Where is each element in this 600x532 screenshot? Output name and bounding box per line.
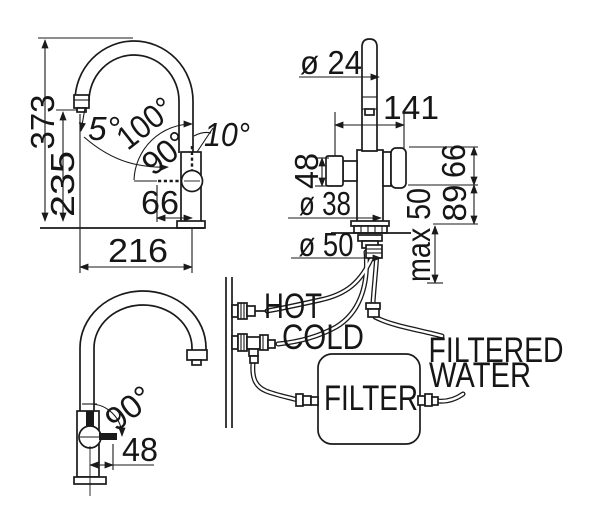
filter-feed-hose-inner [251, 361, 300, 402]
dim-max50-label: max 50 [400, 188, 437, 282]
mounting-nut [365, 244, 383, 259]
dim-66f-label: 66 [435, 144, 472, 178]
dim-141-label: 141 [383, 89, 439, 126]
branch-elbow [249, 355, 259, 364]
aerator [73, 94, 90, 109]
spout-inner-arc [88, 54, 180, 153]
tilt-line [196, 127, 214, 153]
pipe-notch [364, 108, 375, 116]
angle-90b-label: 90° [98, 378, 160, 438]
cold-label: COLD [282, 318, 364, 357]
front-view: ø 24 141 48 66 89 ø 38 ø 50 max 50 [264, 38, 478, 347]
left-handle [325, 155, 344, 187]
filter-inlet-a [295, 393, 304, 407]
dim-48b-label: 48 [122, 431, 158, 468]
spout2-outer-arc [79, 290, 207, 352]
filtered-water-label-line2: WATER [429, 356, 531, 395]
spout2-inner-arc [93, 304, 193, 350]
hot-valve-base [231, 304, 239, 318]
lever2-horizontal [99, 433, 117, 440]
shank-collar [357, 234, 383, 242]
lever2-up [86, 411, 94, 435]
tee-ridged [259, 334, 269, 351]
angle-5-label: 5° [88, 110, 120, 147]
angle-10-label: 10° [204, 116, 250, 153]
left-arm [342, 160, 358, 182]
filter-outlet-b [424, 393, 433, 407]
aerator2-nub [191, 359, 202, 366]
front-body [356, 149, 384, 223]
side-view: 373 235 216 66 5° 100° 90° 10° [24, 37, 250, 273]
dim-48f-label: 48 [288, 153, 325, 189]
filtered-hose-lower-inner [373, 315, 444, 338]
filtered-water-label-line1: FILTERED [429, 331, 564, 370]
dia38-label: ø 38 [299, 185, 351, 222]
installed-side-view: 90° 48 [73, 290, 208, 496]
dia24-label: ø 24 [300, 44, 362, 81]
dia50-label: ø 50 [299, 226, 354, 263]
tilt-arc [193, 131, 212, 137]
filter-outlet-hose-inner [435, 392, 465, 403]
lever-arc-90 [133, 120, 193, 181]
hot-valve-nipple [246, 305, 256, 317]
tee-body [246, 336, 261, 350]
plumbing-schematic: HOT COLD FILTER FILTERED WATER [225, 277, 564, 445]
filter-inlet-b [302, 395, 312, 406]
cold-hose-inner [276, 250, 368, 346]
cold-nipple [267, 339, 276, 349]
right-handle [390, 147, 407, 189]
front-spout-pipe [361, 38, 378, 152]
dim-89-label: 89 [436, 185, 473, 222]
cold-valve-ridged [237, 333, 248, 352]
dim-216-label: 216 [108, 232, 168, 269]
base-flange [176, 220, 206, 229]
quick-connector-body [367, 308, 380, 318]
cold-valve-base [231, 335, 239, 350]
spout-outer-arc [74, 40, 194, 153]
filter-inlet-c [310, 396, 319, 406]
lever2-arc [89, 403, 126, 437]
aerator2 [186, 349, 208, 361]
right-arm [382, 151, 392, 187]
filter-outlet-a [417, 395, 426, 406]
dim-235-label: 235 [44, 151, 81, 217]
hot-label: HOT [264, 287, 322, 326]
spout-angle-leader [78, 107, 86, 132]
hot-hose-inner [265, 250, 376, 313]
dim-66-label: 66 [141, 184, 179, 221]
hot-valve-ridged [237, 302, 248, 320]
dim-373-label: 373 [24, 95, 61, 150]
tee-branch [248, 348, 259, 357]
quick-connector [365, 302, 381, 310]
filter-label: FILTER [324, 379, 418, 418]
swivel-arc [83, 136, 169, 172]
filter-outlet-c [431, 396, 439, 406]
